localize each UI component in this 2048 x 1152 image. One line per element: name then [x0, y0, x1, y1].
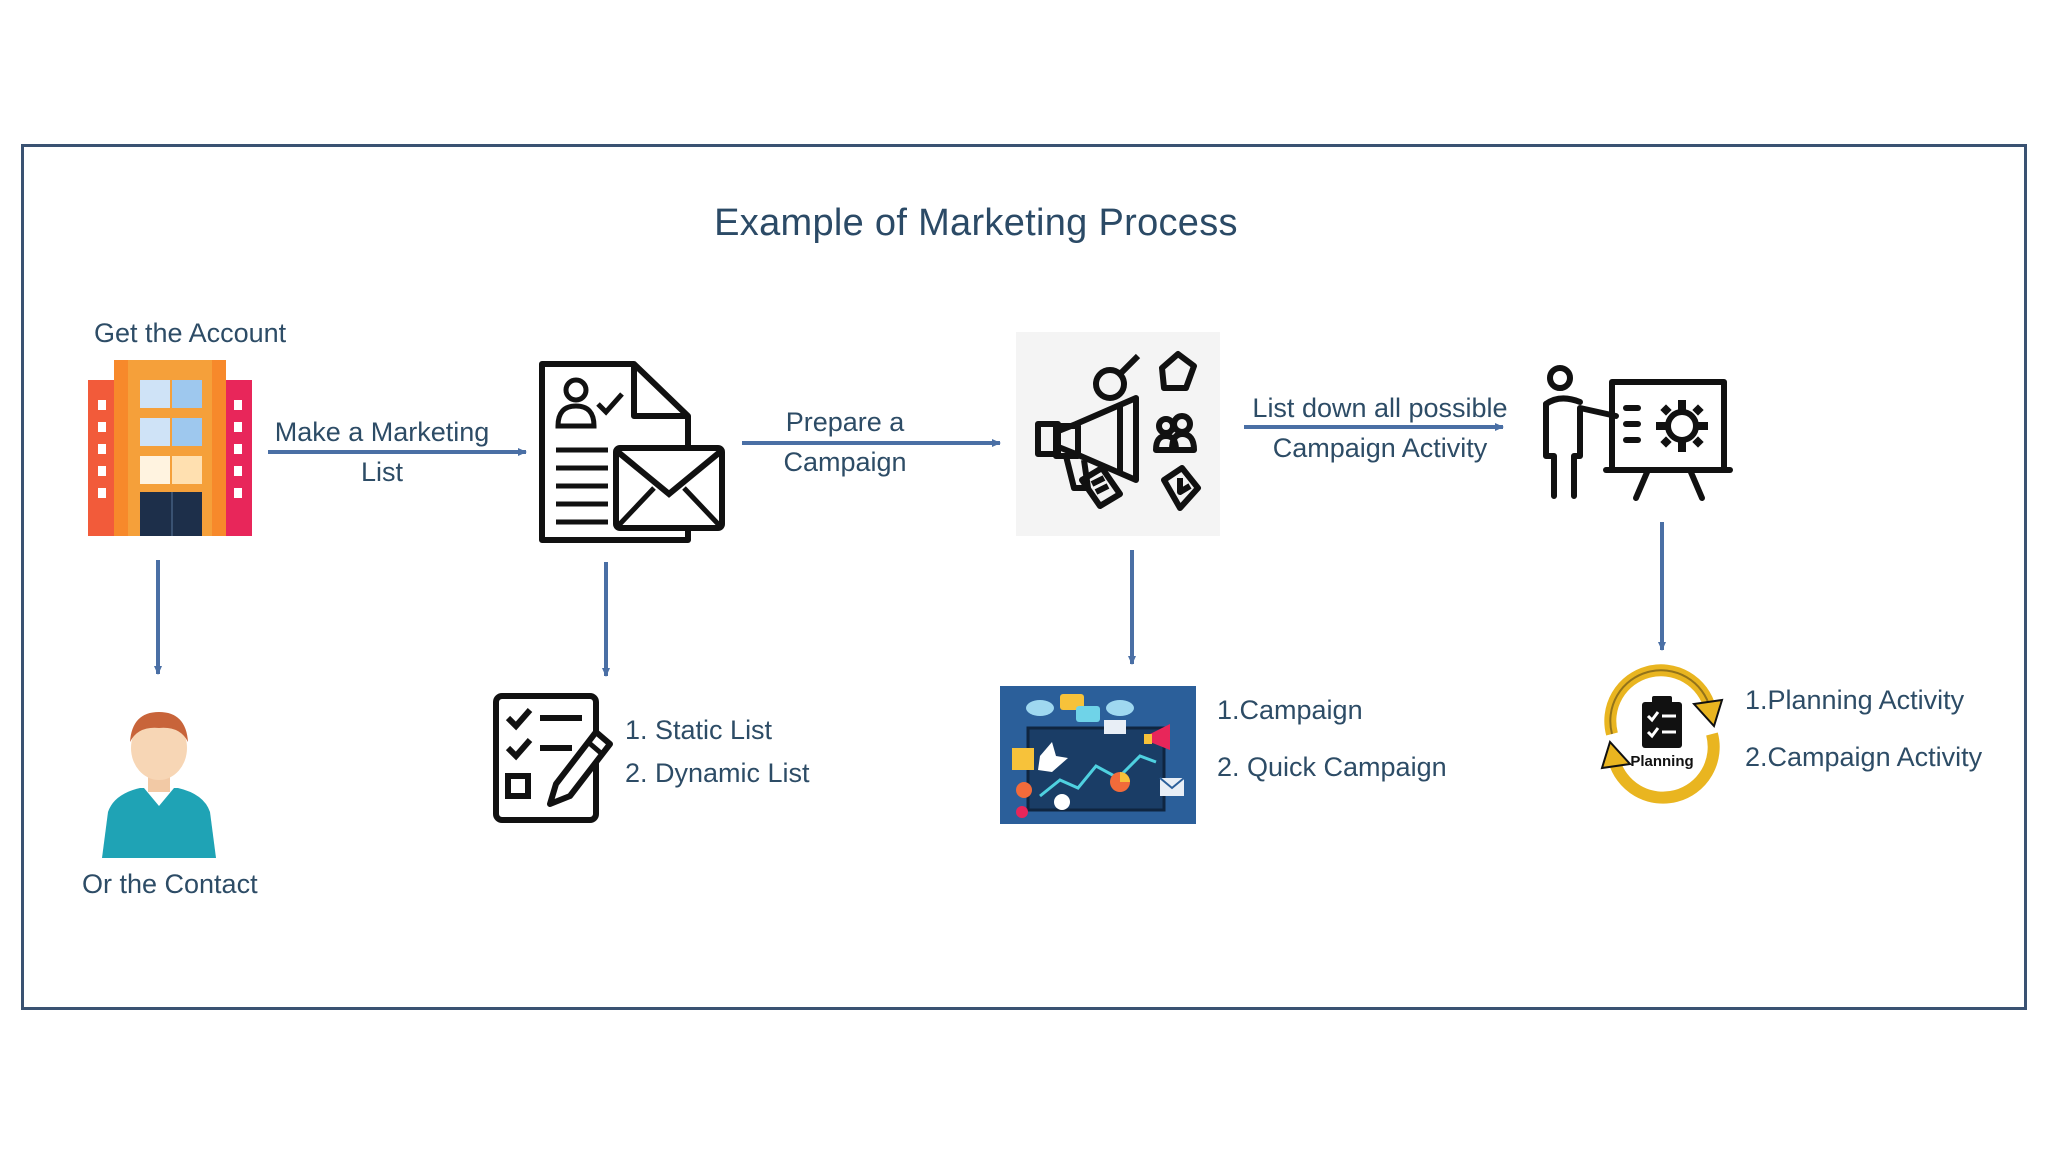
activity-label-line1: List down all possible: [1252, 393, 1508, 423]
contact-label: Or the Contact: [82, 869, 258, 899]
marketing-list-label-line2: List: [360, 457, 404, 487]
campaign-label-line2: Campaign: [783, 447, 907, 477]
diagram-title: Example of Marketing Process: [714, 202, 1238, 244]
activity-arrow-label: List down all possible Campaign Activity: [1230, 388, 1530, 468]
checklist-icon: [493, 693, 613, 823]
campaign-arrow-label: Prepare a Campaign: [745, 402, 945, 482]
diagram-frame: [21, 144, 2027, 1010]
campaign-label-line1: Prepare a: [785, 407, 905, 437]
megaphone-marketing-icon: [1016, 332, 1220, 536]
planning-cycle-icon: Planning: [1600, 664, 1724, 804]
digital-campaign-illustration: [1000, 686, 1196, 824]
marketing-list-arrow-label: Make a Marketing List: [262, 412, 502, 492]
account-label: Get the Account: [94, 318, 287, 348]
list-type-dynamic: 2. Dynamic List: [625, 758, 810, 788]
marketing-list-label-line1: Make a Marketing: [274, 417, 490, 447]
building-icon: [88, 360, 252, 536]
activity-type-planning: 1.Planning Activity: [1745, 685, 1965, 715]
activity-type-campaign: 2.Campaign Activity: [1745, 742, 1983, 772]
presenter-gear-icon: [1543, 365, 1733, 501]
person-icon: [102, 712, 216, 858]
document-envelope-icon: [539, 361, 725, 543]
list-type-static: 1. Static List: [625, 715, 773, 745]
campaign-type-quick: 2. Quick Campaign: [1217, 752, 1447, 782]
planning-badge-text: Planning: [1630, 753, 1693, 770]
campaign-type-campaign: 1.Campaign: [1217, 695, 1363, 725]
activity-label-line2: Campaign Activity: [1272, 433, 1488, 463]
